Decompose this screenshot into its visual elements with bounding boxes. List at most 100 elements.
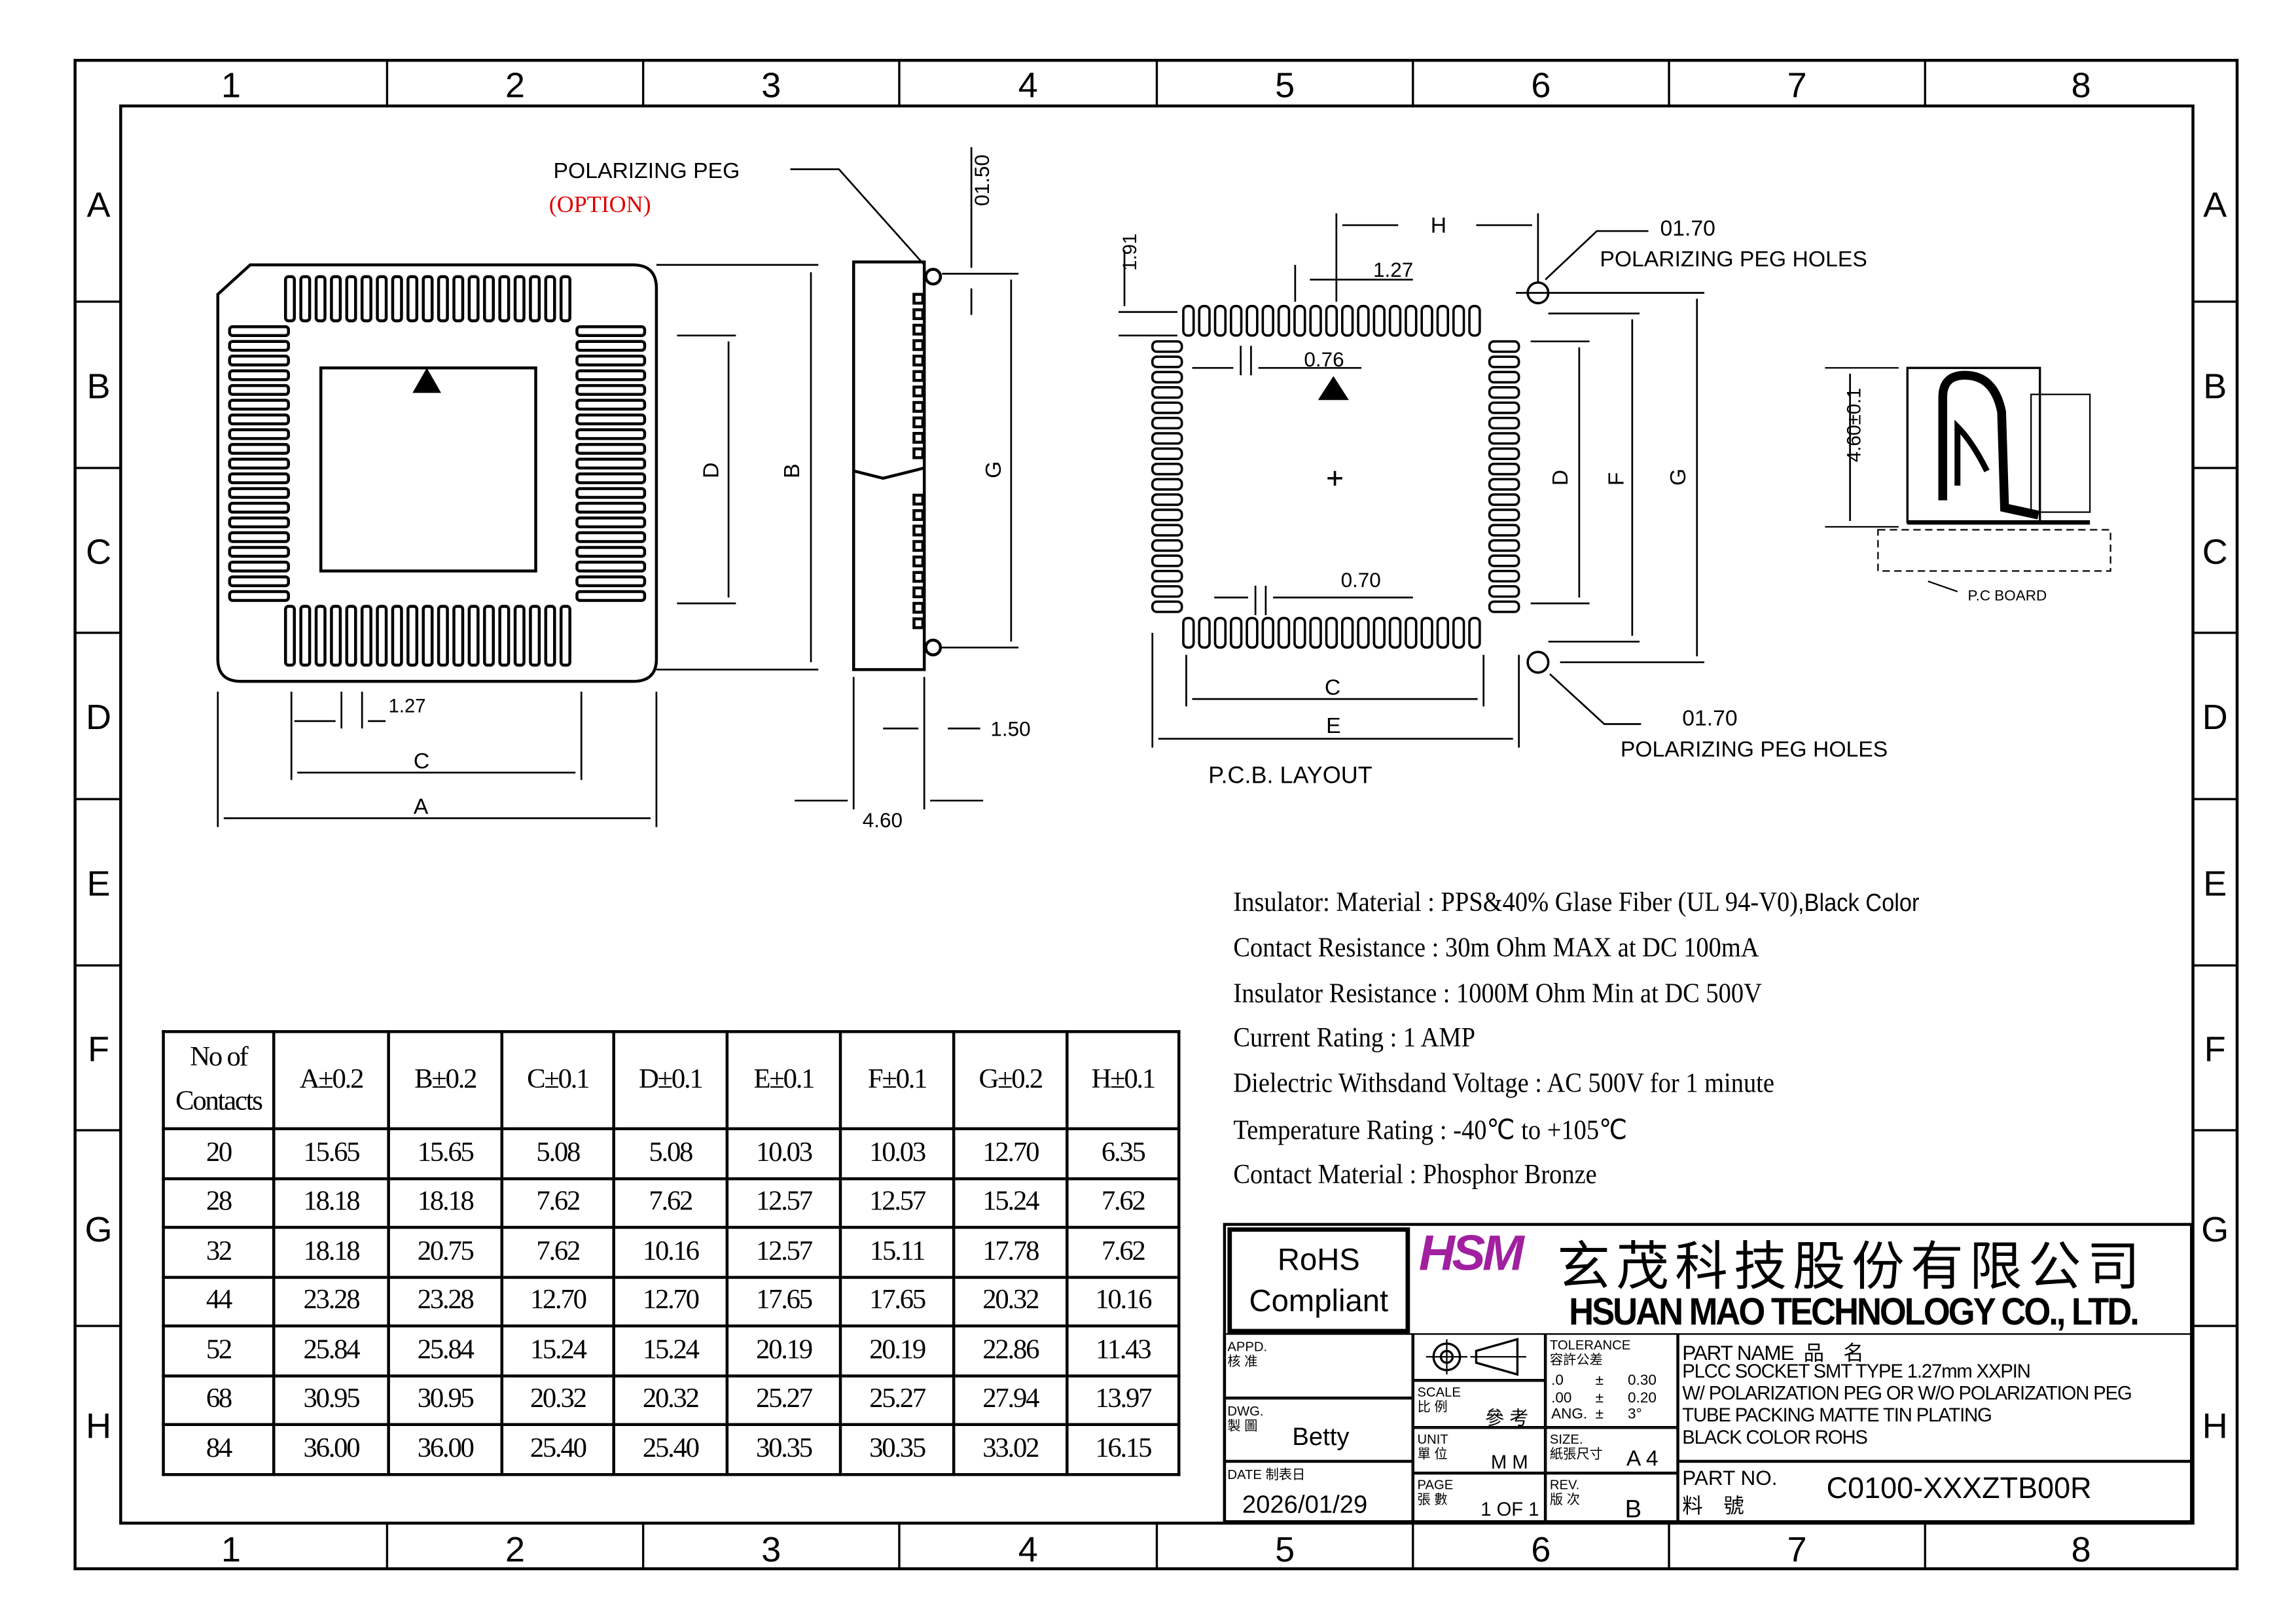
contact-pin <box>228 428 290 440</box>
table-cell: 18.18 <box>272 1226 390 1278</box>
table-cell: 12.57 <box>725 1226 842 1278</box>
pcb-pad <box>1151 340 1183 353</box>
table-header-cell: H±0.1 <box>1066 1030 1181 1131</box>
pcb-pad <box>1325 304 1338 337</box>
pcb-pitch-label: 1.27 <box>1373 259 1413 281</box>
pcb-pad <box>1230 616 1243 649</box>
height-dim-label: 4.60±0.1 <box>1844 388 1865 463</box>
part-name-label: PART NAME <box>1682 1340 1794 1364</box>
table-cell: 32 <box>162 1226 276 1278</box>
pcb-pad <box>1182 304 1195 337</box>
table-cell: 36.00 <box>272 1423 390 1476</box>
part-no-cell: PART NO. 料 號 C0100-XXXZTB00R <box>1677 1461 2193 1524</box>
table-cell: 15.24 <box>612 1324 729 1377</box>
dim-A-label: A <box>414 794 429 819</box>
contact-pin <box>376 605 388 667</box>
table-header-cell: A±0.2 <box>272 1030 390 1131</box>
contact-pin <box>283 275 296 323</box>
zone-row-label: B <box>87 366 111 406</box>
pcb-pad <box>1388 304 1402 337</box>
table-cell: 20.32 <box>500 1374 615 1426</box>
part-no-label: PART NO. <box>1682 1465 1778 1489</box>
company-name-chinese: 玄茂科技股份有限公司 <box>1557 1238 2146 1298</box>
pcb-pad <box>1151 554 1183 567</box>
pcb-pad <box>1151 462 1183 476</box>
contact-pin <box>559 275 571 323</box>
socket-top-view <box>216 263 658 683</box>
side-460-label: 4.60 <box>863 809 903 832</box>
zone-row-label: F <box>2204 1029 2226 1069</box>
spec-color-text: ,Black Color <box>1797 889 1920 917</box>
pcb-pad <box>1488 340 1520 353</box>
pcb-pad <box>1488 355 1520 368</box>
table-cell: 17.65 <box>838 1275 956 1328</box>
scale-value: 參 考 <box>1484 1406 1529 1429</box>
pcb-dimensions <box>1119 213 1704 748</box>
pitch-label: 1.27 <box>389 696 426 717</box>
pcb-pad <box>1436 616 1450 649</box>
zone-column-label: 7 <box>1787 1530 1807 1569</box>
pcb-pad <box>1151 524 1183 537</box>
pcb-pad <box>1488 554 1520 567</box>
zone-column-label: 6 <box>1531 1530 1551 1569</box>
page-label: PAGE <box>1417 1477 1454 1493</box>
dim-H-label: H <box>1431 213 1446 238</box>
page-cell: PAGE 張 數 1 OF 1 <box>1412 1472 1546 1524</box>
table-cell: 13.97 <box>1066 1374 1181 1426</box>
contact-pin <box>912 586 925 599</box>
contact-pin <box>575 516 647 529</box>
contact-pin <box>228 413 290 425</box>
drawn-by-value: Betty <box>1292 1423 1350 1452</box>
pcb-pad <box>1246 616 1259 649</box>
contact-pin <box>360 275 372 323</box>
contact-pin <box>575 531 647 543</box>
pcb-pad <box>1468 616 1481 649</box>
table-header-cell: E±0.1 <box>725 1030 842 1131</box>
table-cell: 15.65 <box>272 1127 390 1180</box>
pcb-pad <box>1488 508 1520 522</box>
pcb-pad <box>1198 616 1211 649</box>
pcb-pad <box>1488 493 1520 507</box>
zone-row-label: A <box>2203 186 2227 225</box>
contact-pin <box>559 605 571 667</box>
page-label-cn: 張 數 <box>1417 1492 1448 1507</box>
table-cell: 25.27 <box>838 1374 956 1426</box>
zone-column-label: 2 <box>505 65 525 105</box>
contact-pin <box>575 369 647 382</box>
size-label: SIZE. <box>1549 1431 1583 1447</box>
contact-pin <box>575 428 647 440</box>
unit-label: UNIT <box>1417 1431 1448 1447</box>
scale-label-cn: 比 例 <box>1417 1399 1448 1415</box>
pcb-pad <box>1151 508 1183 522</box>
pcb-pad <box>1151 493 1183 507</box>
contact-pin <box>529 275 541 323</box>
pcb-D-label: D <box>1548 470 1573 486</box>
contact-pin <box>912 431 925 444</box>
dwg-label-cn: 製 圖 <box>1227 1418 1258 1434</box>
pcb-layout-title: P.C.B. LAYOUT <box>1208 761 1372 788</box>
contact-pin <box>912 416 925 429</box>
table-cell: 12.70 <box>500 1275 615 1328</box>
part-desc-line: PLCC SOCKET SMT TYPE 1.27mm XXPIN <box>1682 1359 2031 1382</box>
pcb-hole-bottom-label: 01.70 <box>1682 706 1737 731</box>
contact-pin <box>228 501 290 514</box>
rev-cell: REV. 版 次 B <box>1545 1472 1678 1524</box>
pcb-pad <box>1151 569 1183 583</box>
dwg-cell: DWG. 製 圖 Betty <box>1223 1398 1413 1461</box>
table-cell: 7.62 <box>1066 1226 1181 1278</box>
contact-pin <box>575 472 647 484</box>
pcb-hole-top-label: 01.70 <box>1660 216 1715 241</box>
size-value: A 4 <box>1626 1446 1659 1472</box>
pcb-pad <box>1151 447 1183 460</box>
table-cell: 25.27 <box>725 1374 842 1426</box>
table-header-cell: D±0.1 <box>612 1030 729 1131</box>
unit-cell: UNIT 單 位 M M <box>1412 1427 1546 1473</box>
table-cell: 10.03 <box>725 1127 842 1180</box>
pcb-191-label: 1.91 <box>1120 234 1141 271</box>
pcb-holes-bottom-label: POLARIZING PEG HOLES <box>1621 737 1888 762</box>
spec-insulator-resistance: Insulator Resistance : 1000M Ohm Min at … <box>1233 978 1762 1010</box>
zone-row-label: D <box>86 698 111 737</box>
